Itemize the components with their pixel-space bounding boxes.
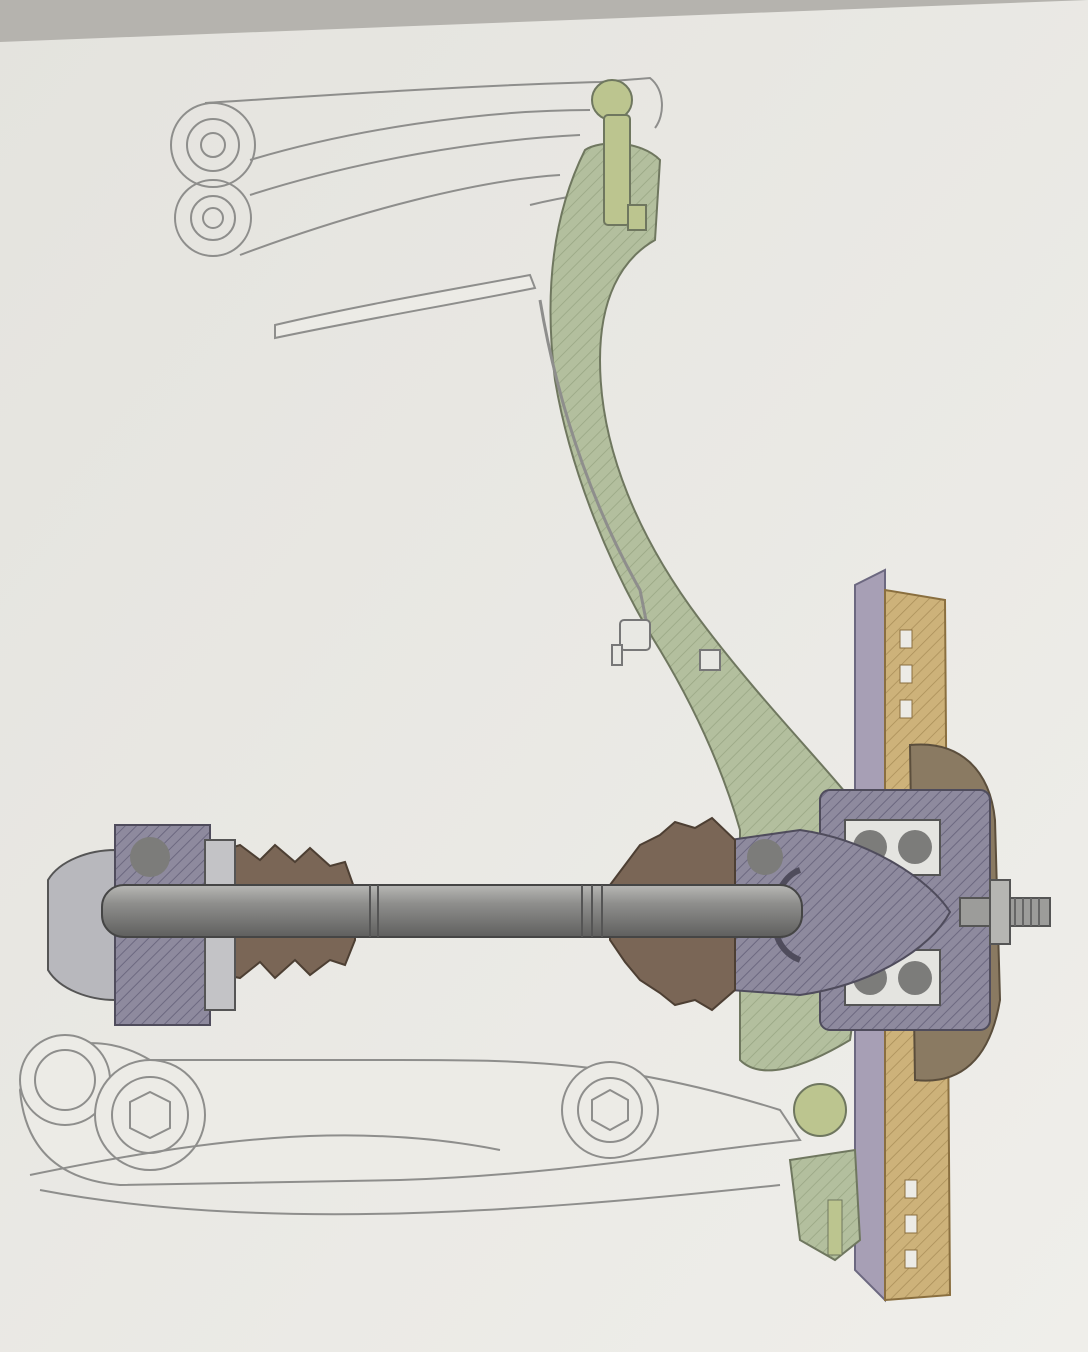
brake-line (538, 299, 652, 641)
shaft-grooves (369, 885, 603, 937)
upper-ball-joint (591, 79, 647, 231)
disc-vents (899, 629, 918, 1269)
cv-ball (130, 837, 170, 877)
abs-sensor (611, 619, 721, 671)
lower-ball-joint (788, 1083, 862, 1262)
lower-control-arm (18, 1034, 802, 1216)
bearing-ball (898, 830, 932, 864)
drive-shaft (101, 884, 803, 938)
axle-stud (959, 879, 1051, 945)
cv-ball (747, 839, 783, 875)
bearing-ball (898, 961, 932, 995)
upper-control-arm (170, 76, 663, 340)
